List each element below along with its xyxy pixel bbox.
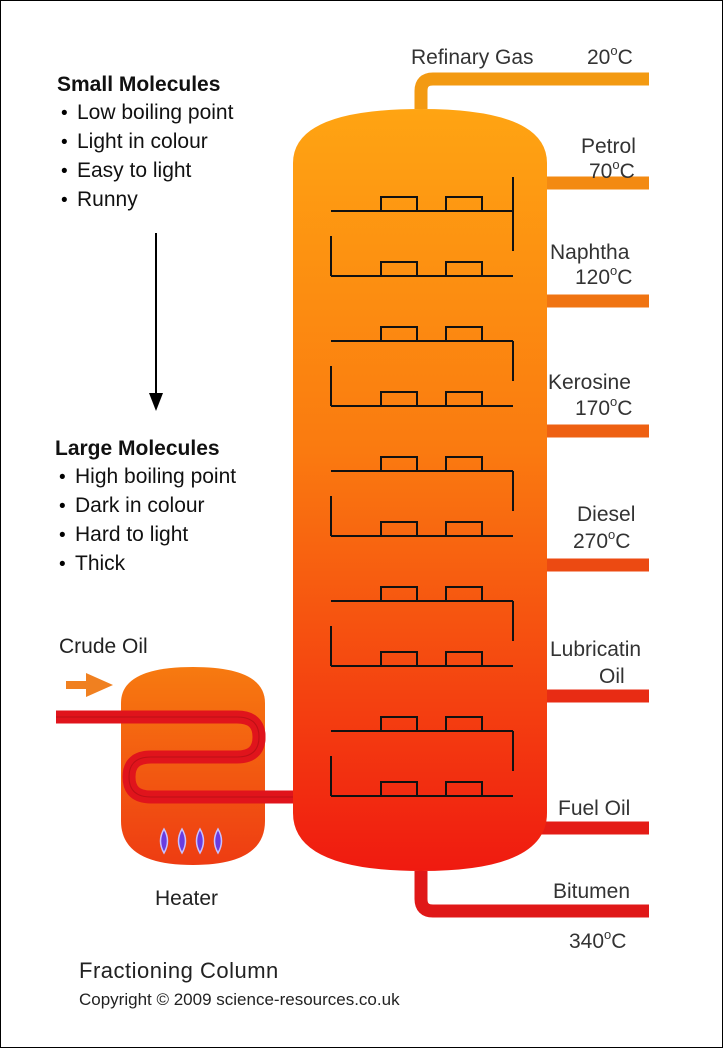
- bullet: •: [59, 496, 66, 517]
- temp-unit: C: [618, 46, 633, 69]
- fractionating-column: [293, 109, 547, 871]
- tray-line: [380, 456, 418, 471]
- arrow-right-icon: [66, 673, 113, 697]
- tray-line: [380, 586, 418, 601]
- kerosine-temp: 170oC: [575, 394, 632, 420]
- bitumen-temp: 340oC: [569, 927, 626, 953]
- large-molecules-section: Large Molecules • High boiling point • D…: [55, 437, 236, 575]
- diagram-title: Fractioning Column: [79, 958, 279, 983]
- bullet: •: [61, 132, 68, 153]
- tray-line: [380, 781, 418, 796]
- crude-oil-label: Crude Oil: [59, 635, 148, 658]
- bitumen-pipe: [414, 871, 649, 918]
- small-bullet-2: Light in colour: [77, 130, 208, 153]
- heater-vessel: [121, 667, 265, 865]
- tray-line: [445, 261, 483, 276]
- column-trays: [330, 177, 514, 797]
- small-molecules-heading: Small Molecules: [57, 73, 220, 96]
- degree-symbol: o: [610, 43, 617, 58]
- tray-line: [380, 261, 418, 276]
- heater-label: Heater: [155, 887, 218, 910]
- refinery-gas-label: Refinary Gas: [411, 46, 534, 69]
- petrol-label: Petrol: [581, 135, 636, 158]
- tray-line: [380, 521, 418, 536]
- small-bullet-1: Low boiling point: [77, 101, 234, 124]
- lubricating-oil-label-2: Oil: [599, 665, 625, 688]
- fuel-oil-label: Fuel Oil: [558, 797, 630, 820]
- tray-line: [380, 651, 418, 666]
- large-bullet-2: Dark in colour: [75, 494, 205, 517]
- naphtha-label: Naphtha: [550, 241, 630, 264]
- large-molecules-heading: Large Molecules: [55, 437, 220, 460]
- large-bullet-4: Thick: [75, 552, 126, 575]
- refinery-gas-pipe: [414, 72, 649, 109]
- tray-line: [380, 716, 418, 731]
- kerosine-label: Kerosine: [548, 371, 631, 394]
- tray-line: [380, 196, 418, 211]
- diesel-temp: 270oC: [573, 527, 630, 553]
- bullet: •: [61, 161, 68, 182]
- heater: [56, 667, 301, 865]
- copyright-text: Copyright © 2009 science-resources.co.uk: [79, 990, 400, 1009]
- lubricating-oil-label-1: Lubricatin: [550, 638, 641, 661]
- small-bullet-3: Easy to light: [77, 159, 192, 182]
- temp-value: 20: [587, 46, 610, 69]
- petrol-temp: 70oC: [589, 157, 635, 183]
- naphtha-temp: 120oC: [575, 263, 632, 289]
- bitumen-label: Bitumen: [553, 880, 630, 903]
- tray-line: [445, 586, 483, 601]
- tray-line: [380, 391, 418, 406]
- refinery-gas-temp: 20oC: [587, 43, 633, 69]
- fraction-labels: Refinary Gas 20oC Petrol 70oC Naphtha 12…: [411, 43, 641, 953]
- bullet: •: [59, 525, 66, 546]
- bullet: •: [59, 467, 66, 488]
- large-bullet-1: High boiling point: [75, 465, 236, 488]
- flame-icon: [159, 827, 223, 855]
- tray-line: [445, 781, 483, 796]
- diesel-label: Diesel: [577, 503, 635, 526]
- small-bullet-4: Runny: [77, 188, 138, 211]
- bullet: •: [61, 103, 68, 124]
- tray-line: [445, 456, 483, 471]
- tray-line: [445, 196, 483, 211]
- bullet: •: [59, 554, 66, 575]
- arrow-down-icon: [149, 233, 163, 411]
- tray-line: [380, 326, 418, 341]
- tray-line: [445, 391, 483, 406]
- tray-line: [445, 716, 483, 731]
- large-bullet-3: Hard to light: [75, 523, 188, 546]
- tray-line: [445, 651, 483, 666]
- small-molecules-section: Small Molecules • Low boiling point • Li…: [57, 73, 234, 211]
- bullet: •: [61, 190, 68, 211]
- tray-line: [445, 521, 483, 536]
- tray-line: [445, 326, 483, 341]
